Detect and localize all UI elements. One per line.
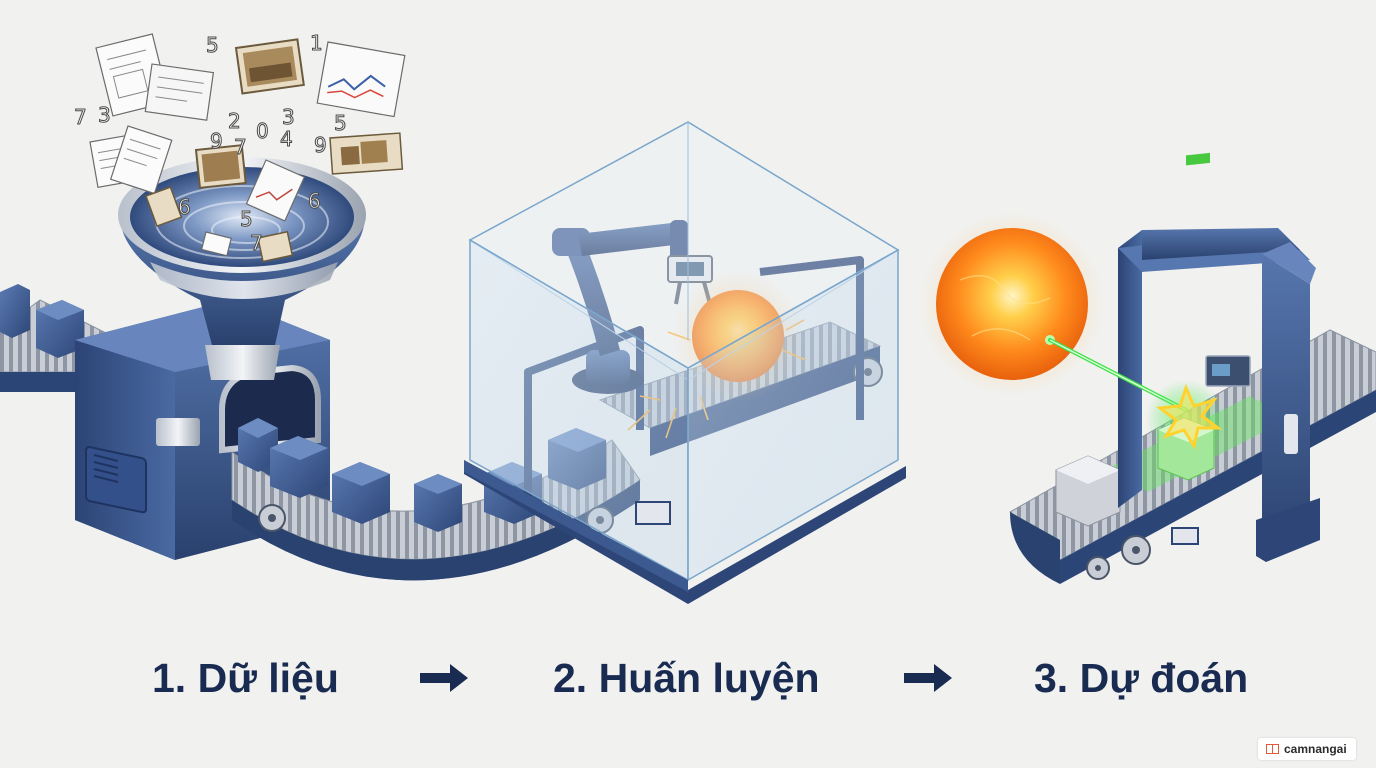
training-station xyxy=(464,121,906,604)
digit: 5 xyxy=(206,33,219,57)
digit: 7 xyxy=(74,105,87,129)
step-label-data: 1. Dữ liệu xyxy=(152,655,339,701)
arrow-right-icon xyxy=(420,664,468,692)
predicted-box xyxy=(1146,380,1226,481)
box-logo-icon xyxy=(1266,744,1279,754)
prediction-sphere xyxy=(920,212,1104,396)
conveyor-gear-icon xyxy=(1086,556,1110,580)
digit: 3 xyxy=(98,103,111,127)
prediction-station xyxy=(1009,152,1376,584)
digit: 9 xyxy=(210,129,223,153)
digit: 1 xyxy=(310,31,323,55)
funnel-digits: 5 1 7 3 2 9 7 0 4 3 5 9 6 5 6 7 xyxy=(74,31,348,256)
digit: 9 xyxy=(314,133,327,157)
flying-documents xyxy=(89,33,406,263)
digit: 4 xyxy=(280,127,293,151)
digit: 5 xyxy=(334,111,347,135)
digit: 6 xyxy=(178,195,191,219)
conveyor-gear-icon xyxy=(258,504,286,532)
digit: 0 xyxy=(256,119,269,143)
machine-vent xyxy=(93,454,119,483)
watermark-text: camnangai xyxy=(1284,742,1347,756)
digit: 3 xyxy=(282,105,295,129)
digit: 6 xyxy=(308,189,321,213)
digit: 7 xyxy=(234,135,247,159)
digit: 2 xyxy=(228,109,241,133)
arrow-right-icon xyxy=(904,664,952,692)
conveyor-gear-icon xyxy=(1121,535,1151,565)
digit: 7 xyxy=(250,231,263,255)
data-funnel xyxy=(118,157,366,380)
step-label-prediction: 3. Dự đoán xyxy=(1034,655,1249,701)
scanner-screen xyxy=(1205,355,1251,387)
digit: 5 xyxy=(240,207,253,231)
step-label-training: 2. Huấn luyện xyxy=(553,655,820,701)
left-boxes xyxy=(0,284,84,358)
watermark: camnangai xyxy=(1258,738,1356,760)
